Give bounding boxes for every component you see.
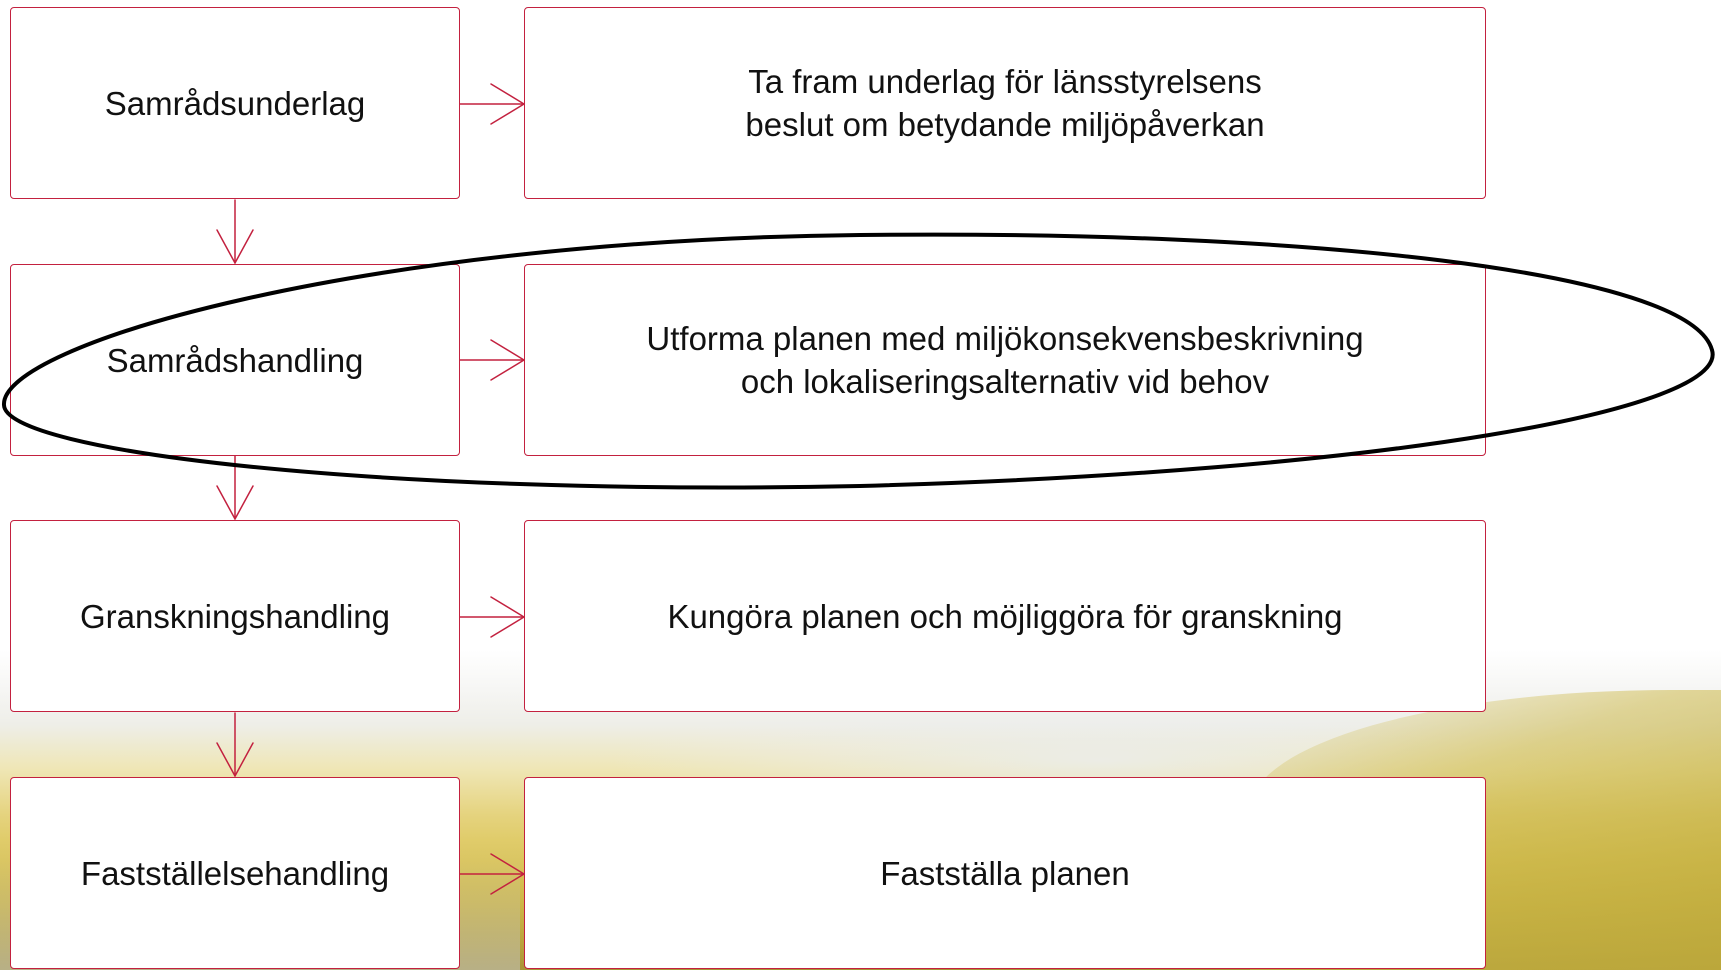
stage-box-granskningshandling: Granskningshandling — [10, 520, 460, 712]
description-box-faststallelsehandling: Fastställa planen — [524, 777, 1486, 969]
description-box-samradshandling: Utforma planen med miljökonsekvensbeskri… — [524, 264, 1486, 456]
stage-box-samradshandling: Samrådshandling — [10, 264, 460, 456]
stage-box-faststallelsehandling: Fastställelsehandling — [10, 777, 460, 969]
stage-box-samradsunderlag: Samrådsunderlag — [10, 7, 460, 199]
description-box-samradsunderlag: Ta fram underlag för länsstyrelsens besl… — [524, 7, 1486, 199]
description-box-granskningshandling: Kungöra planen och möjliggöra för gransk… — [524, 520, 1486, 712]
